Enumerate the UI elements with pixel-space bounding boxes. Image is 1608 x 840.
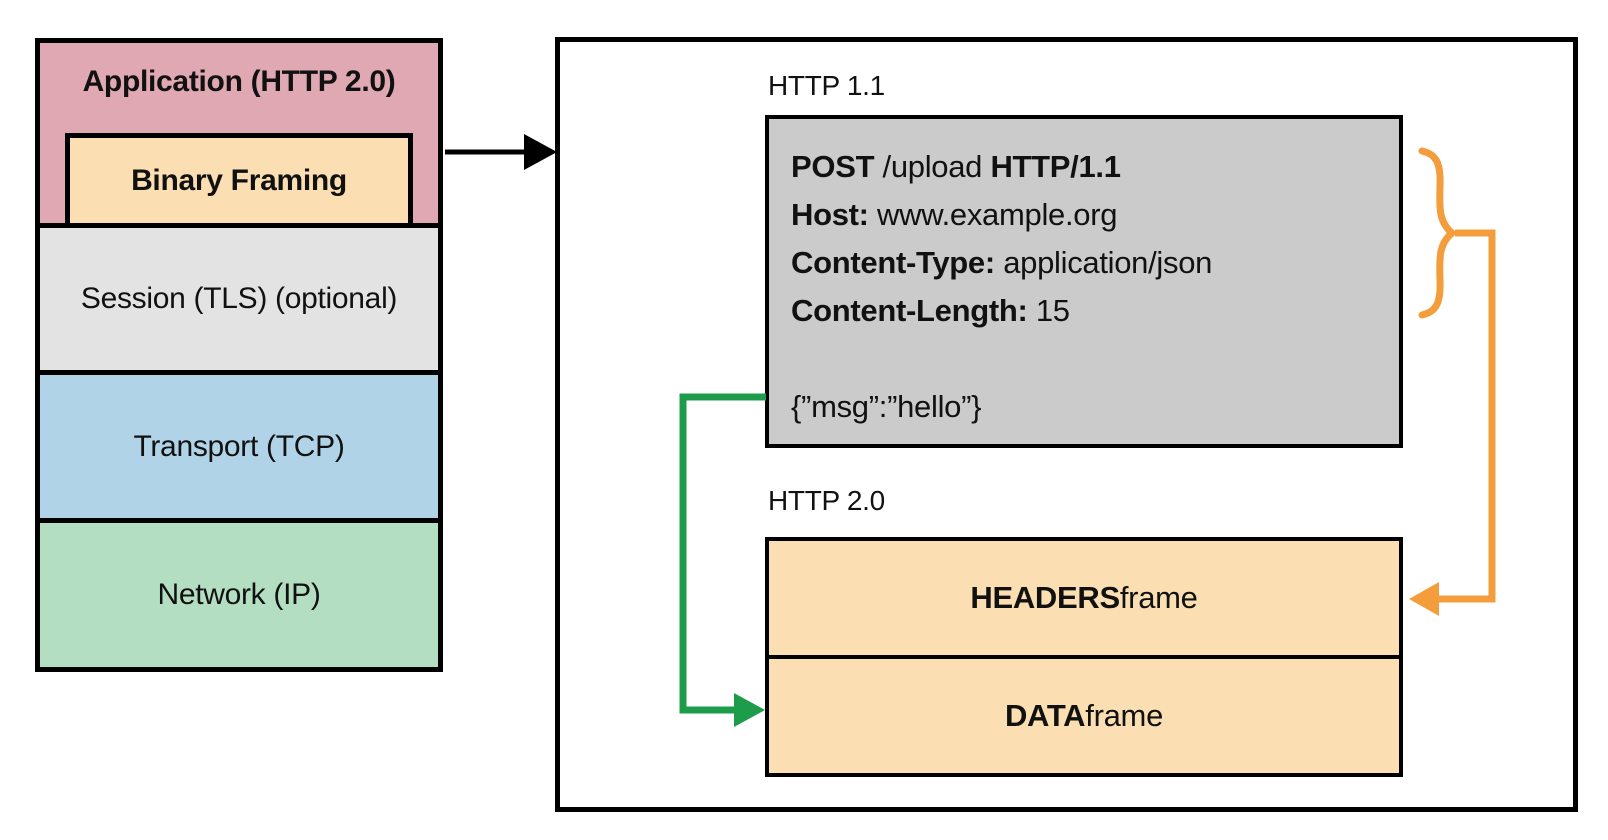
session-label: Session (TLS) (optional) <box>80 282 398 315</box>
binary-framing-box: Binary Framing <box>65 133 413 228</box>
application-label: Application (HTTP 2.0) <box>82 65 396 98</box>
transport-label: Transport (TCP) <box>133 429 345 463</box>
layer-network: Network (IP) <box>40 523 438 667</box>
http11-label: HTTP 1.1 <box>768 70 885 101</box>
http11-request-box: POST /upload HTTP/1.1 Host: www.example.… <box>765 115 1403 448</box>
layer-transport: Transport (TCP) <box>40 375 438 523</box>
request-line-host: Host: www.example.org <box>791 197 1118 232</box>
http20-frames-box: HEADERS frame DATA frame <box>765 537 1403 777</box>
binary-framing-arrowhead-icon <box>524 134 557 170</box>
layer-session: Session (TLS) (optional) <box>40 228 438 375</box>
data-frame: DATA frame <box>1004 698 1164 733</box>
http20-label: HTTP 2.0 <box>768 485 885 516</box>
headers-frame: HEADERS frame <box>769 541 1399 659</box>
request-line-blank <box>791 335 1399 383</box>
request-line-body: {”msg”:”hello”} <box>791 389 982 424</box>
binary-framing-arrow <box>445 134 557 170</box>
request-line-clength: Content-Length: 15 <box>791 293 1070 328</box>
network-label: Network (IP) <box>157 578 321 611</box>
binary-framing-label: Binary Framing <box>131 163 347 197</box>
request-line-start: POST /upload HTTP/1.1 <box>791 149 1121 184</box>
layer-application: Application (HTTP 2.0) Binary Framing <box>40 43 438 228</box>
request-line-ctype: Content-Type: application/json <box>791 245 1213 280</box>
protocol-stack: Application (HTTP 2.0) Binary Framing Se… <box>35 38 443 672</box>
